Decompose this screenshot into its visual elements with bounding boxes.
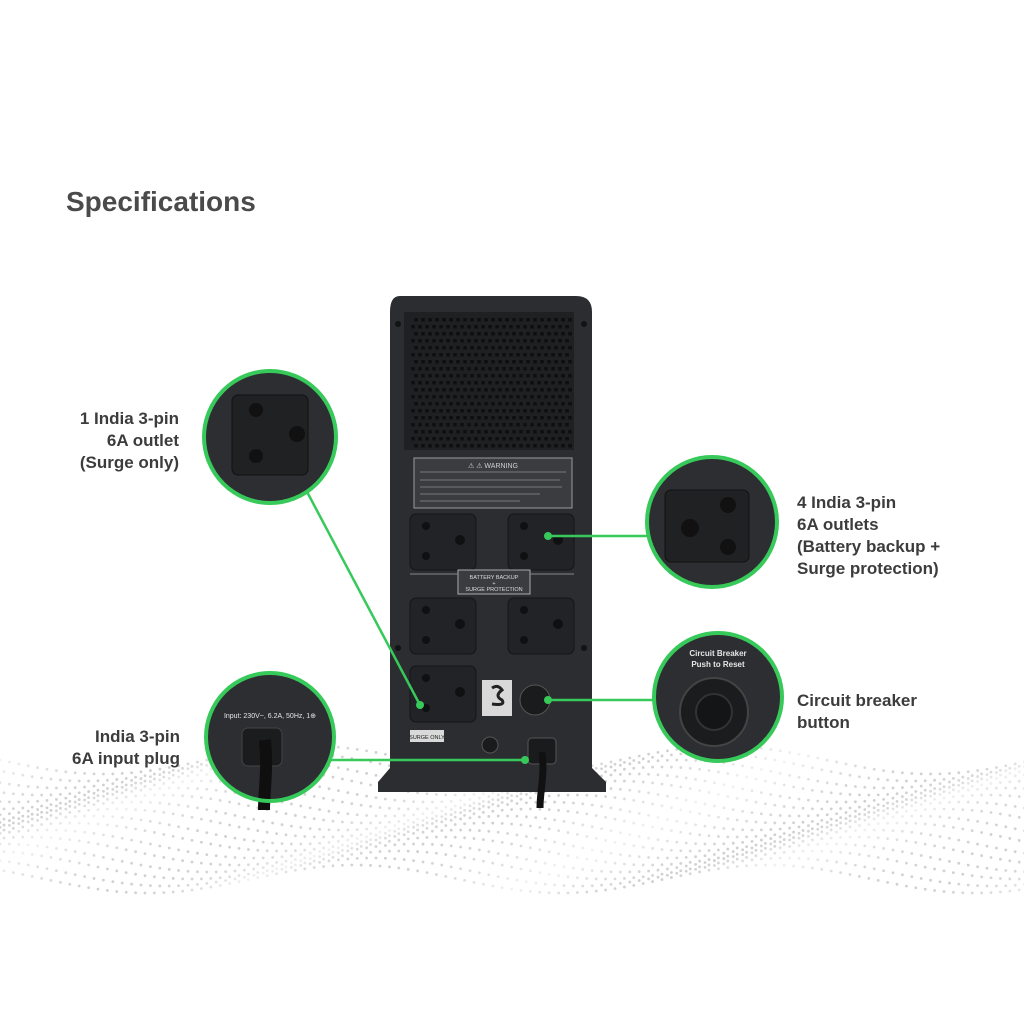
- zoom-input-plug: Input: 230V~, 6.2A, 50Hz, 1⊕: [204, 671, 336, 811]
- callout-surge-line2: 6A outlet: [106, 431, 179, 450]
- vent-grille: [411, 318, 572, 448]
- callout-connectors: [303, 487, 654, 762]
- outlet-socket: [409, 665, 477, 723]
- callout-backup-line1: 4 India 3-pin: [797, 493, 897, 512]
- breaker-zoom-line2: Push to Reset: [691, 660, 745, 669]
- callout-breaker-line1: Circuit breaker: [797, 691, 917, 710]
- page-title: Specifications: [66, 186, 256, 217]
- callout-backup-line4: Surge protection): [797, 559, 939, 578]
- outlet-socket: [409, 513, 477, 571]
- connector-dots: [416, 532, 552, 764]
- callout-breaker-line2: button: [797, 713, 850, 732]
- backup-label-line2: +: [492, 581, 495, 587]
- zoom-backup-outlets: [645, 455, 779, 589]
- outlet-socket: [507, 597, 575, 655]
- outlet-socket: [409, 597, 477, 655]
- zoom-circuit-breaker: Circuit Breaker Push to Reset: [652, 631, 784, 763]
- input-zoom-text: Input: 230V~, 6.2A, 50Hz, 1⊕: [224, 713, 316, 720]
- breaker-zoom-line1: Circuit Breaker: [689, 649, 746, 658]
- backup-label-line3: SURGE PROTECTION: [465, 587, 522, 593]
- callout-backup-line3: (Battery backup +: [797, 537, 941, 556]
- callout-backup-outlets: 4 India 3-pin 6A outlets (Battery backup…: [797, 492, 940, 580]
- callout-input-line2: 6A input plug: [72, 749, 180, 768]
- outlet-group: [409, 513, 575, 723]
- callout-input-line1: India 3-pin: [95, 727, 180, 746]
- ups-body: ⚠ ⚠ WARNING BATTERY BACKUP + SURGE PROTE…: [378, 296, 606, 809]
- zoom-surge-outlet: [202, 369, 338, 505]
- backup-label-line1: BATTERY BACKUP: [470, 575, 519, 581]
- callout-surge-line3: (Surge only): [79, 453, 179, 472]
- callout-breaker: Circuit breaker button: [797, 690, 917, 734]
- surge-only-label: SURGE ONLY: [409, 735, 445, 741]
- backup-label-box: [457, 569, 531, 595]
- warning-text: ⚠ ⚠ WARNING: [468, 462, 518, 470]
- callout-surge-outlet: 1 India 3-pin 6A outlet (Surge only): [80, 408, 179, 474]
- outlet-socket: [507, 513, 575, 571]
- callout-surge-line1: 1 India 3-pin: [79, 409, 179, 428]
- callout-backup-line2: 6A outlets: [797, 515, 879, 534]
- callout-input-plug: India 3-pin 6A input plug: [72, 726, 180, 770]
- warning-label: [413, 457, 573, 509]
